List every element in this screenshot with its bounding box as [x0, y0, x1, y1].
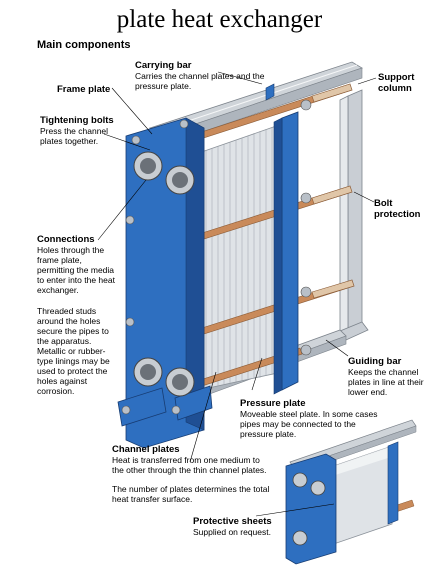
label-name: Channel plates: [112, 444, 180, 455]
label-tightening-bolts: Tightening bolts Press the channel plate…: [40, 115, 122, 146]
label-name: Protective sheets: [193, 516, 272, 527]
label-desc: Supplied on request.: [193, 527, 271, 537]
inset-exchanger: [285, 419, 417, 565]
label-name: Frame plate: [57, 84, 111, 95]
frame-plate: [117, 117, 213, 449]
label-bolt-protection: Bolt protection: [374, 198, 424, 220]
connections: [133, 151, 195, 397]
label-pressure-plate: Pressure plate Moveable steel plate. In …: [240, 398, 390, 439]
label-name: Tightening bolts: [40, 115, 114, 126]
bolt-protection: [311, 83, 355, 299]
label-name: Bolt protection: [374, 198, 421, 220]
label-name: Pressure plate: [240, 398, 306, 409]
label-name: Carrying bar: [135, 60, 192, 71]
label-support-column: Support column: [378, 72, 428, 94]
label-desc-2: Threaded studs around the holes secure t…: [37, 306, 110, 396]
label-desc: Holes through the frame plate, permittin…: [37, 245, 115, 295]
section-heading: Main components: [37, 39, 131, 51]
label-connections: Connections Holes through the frame plat…: [37, 234, 117, 396]
pressure-plate: [265, 83, 312, 395]
label-name: Connections: [37, 234, 95, 245]
support-column: [317, 89, 369, 351]
label-guiding-bar: Guiding bar Keeps the channel plates in …: [348, 356, 430, 397]
label-desc: Keeps the channel plates in line at thei…: [348, 367, 424, 397]
label-frame-plate: Frame plate: [57, 84, 110, 95]
label-desc: Moveable steel plate. In some cases pipe…: [240, 409, 378, 439]
label-desc-2: The number of plates determines the tota…: [112, 484, 270, 504]
label-desc: Heat is transferred from one medium to t…: [112, 455, 267, 475]
label-desc: Carries the channel plates and the press…: [135, 71, 265, 91]
main-exchanger: [117, 61, 369, 449]
leader-lines: [97, 71, 377, 517]
label-name: Guiding bar: [348, 356, 402, 367]
label-carrying-bar: Carrying bar Carries the channel plates …: [135, 60, 265, 91]
label-name: Support column: [378, 72, 415, 94]
label-desc: Press the channel plates together.: [40, 126, 109, 146]
page-title: plate heat exchanger: [116, 6, 323, 33]
label-protective-sheets: Protective sheets Supplied on request.: [193, 516, 283, 537]
label-channel-plates: Channel plates Heat is transferred from …: [112, 444, 270, 504]
